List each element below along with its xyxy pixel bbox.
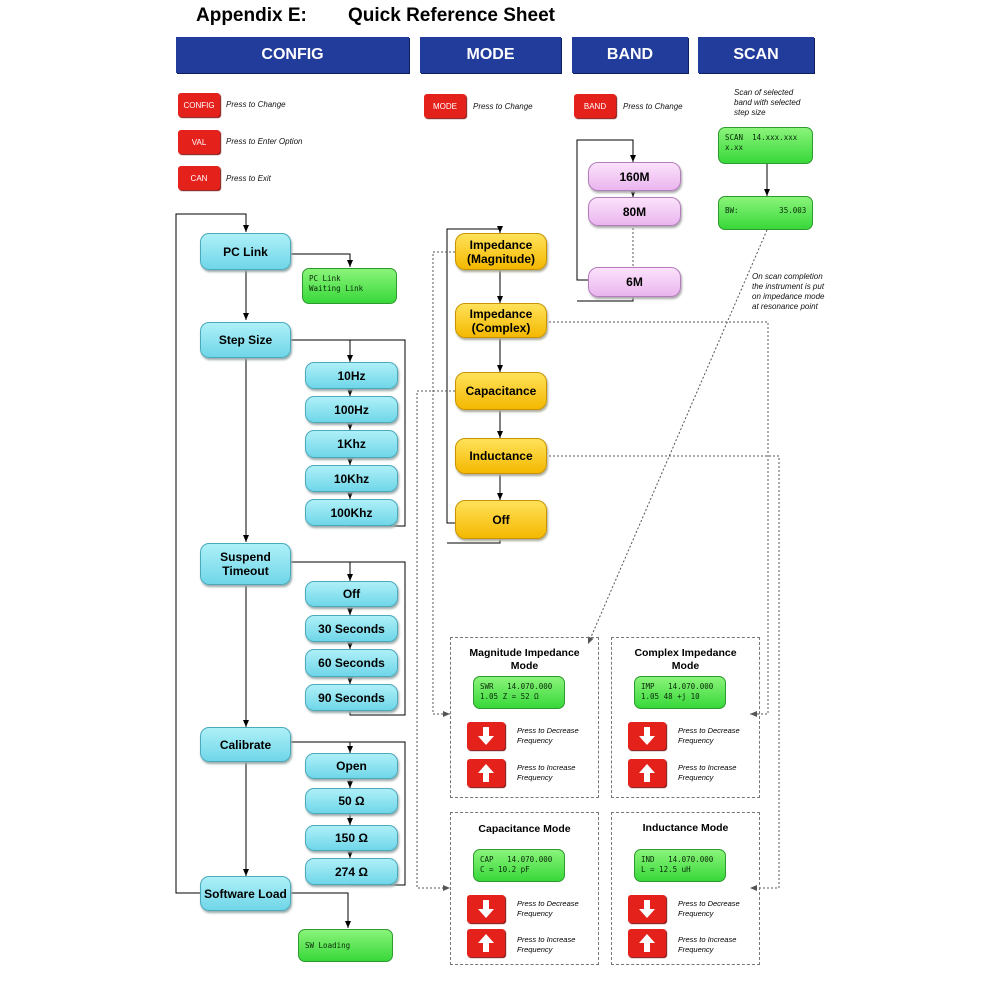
step-option-1khz[interactable]: 1Khz — [305, 430, 398, 458]
increase-note: Press to Increase Frequency — [517, 935, 576, 954]
scan-lcd-display: SCAN 14.xxx.xxx x.xx — [718, 127, 813, 164]
step-option-10hz[interactable]: 10Hz — [305, 362, 398, 389]
mode-impedance-magnitude[interactable]: Impedance (Magnitude) — [455, 233, 547, 270]
can-key-note: Press to Exit — [226, 174, 271, 183]
suspend-option-60s[interactable]: 60 Seconds — [305, 649, 398, 677]
decrease-frequency-button[interactable] — [628, 722, 666, 750]
mode-capacitance[interactable]: Capacitance — [455, 372, 547, 410]
step-option-100khz[interactable]: 100Khz — [305, 499, 398, 526]
panel-title: Inductance Mode — [642, 822, 729, 834]
band-160m[interactable]: 160M — [588, 162, 681, 191]
increase-note: Press to Increase Frequency — [678, 763, 737, 782]
panel-title: Complex Impedance Mode — [634, 647, 737, 672]
bandwidth-lcd-display: BW: 35.003 — [718, 196, 813, 230]
arrow-up-icon — [478, 764, 494, 782]
calibrate-option-50-ohm[interactable]: 50 Ω — [305, 788, 398, 814]
val-key-note: Press to Enter Option — [226, 137, 303, 146]
step-option-100hz[interactable]: 100Hz — [305, 396, 398, 423]
calibrate-option-150-ohm[interactable]: 150 Ω — [305, 825, 398, 851]
step-size-item[interactable]: Step Size — [200, 322, 291, 358]
arrow-down-icon — [639, 900, 655, 918]
scan-note: Scan of selected band with selected step… — [734, 88, 801, 117]
pc-link-item[interactable]: PC Link — [200, 233, 291, 270]
calibrate-item[interactable]: Calibrate — [200, 727, 291, 762]
band-6m[interactable]: 6M — [588, 267, 681, 297]
magnitude-impedance-panel: Magnitude Impedance Mode SWR 14.070.000 … — [450, 637, 599, 798]
mode-header: MODE — [420, 37, 561, 73]
arrow-up-icon — [478, 934, 494, 952]
step-option-10khz[interactable]: 10Khz — [305, 465, 398, 492]
increase-note: Press to Increase Frequency — [517, 763, 576, 782]
mode-key-button[interactable]: MODE — [424, 94, 466, 118]
appendix-label: Appendix E: — [196, 5, 307, 26]
panel-title: Capacitance Mode — [478, 823, 571, 835]
increase-frequency-button[interactable] — [467, 759, 505, 787]
calibrate-option-open[interactable]: Open — [305, 753, 398, 779]
config-header: CONFIG — [176, 37, 409, 73]
panel-lcd-display: IMP 14.070.000 1.05 48 +j 10 — [634, 676, 726, 709]
panel-lcd-display: CAP 14.070.000 C = 10.2 pF — [473, 849, 565, 882]
arrow-down-icon — [478, 900, 494, 918]
arrow-up-icon — [639, 764, 655, 782]
arrow-down-icon — [478, 727, 494, 745]
band-key-note: Press to Change — [623, 102, 683, 111]
decrease-frequency-button[interactable] — [467, 722, 505, 750]
sw-loading-lcd-display: SW Loading — [298, 929, 393, 962]
suspend-option-90s[interactable]: 90 Seconds — [305, 684, 398, 711]
decrease-note: Press to Decrease Frequency — [517, 899, 579, 918]
decrease-note: Press to Decrease Frequency — [678, 726, 740, 745]
increase-note: Press to Increase Frequency — [678, 935, 737, 954]
arrow-up-icon — [639, 934, 655, 952]
val-key-button[interactable]: VAL — [178, 130, 220, 154]
software-load-item[interactable]: Software Load — [200, 876, 291, 911]
pc-link-lcd-display: PC Link Waiting Link — [302, 268, 397, 304]
mode-inductance[interactable]: Inductance — [455, 438, 547, 474]
decrease-note: Press to Decrease Frequency — [517, 726, 579, 745]
suspend-option-30s[interactable]: 30 Seconds — [305, 615, 398, 642]
scan-header: SCAN — [698, 37, 814, 73]
mode-impedance-complex[interactable]: Impedance (Complex) — [455, 303, 547, 338]
capacitance-panel: Capacitance Mode CAP 14.070.000 C = 10.2… — [450, 812, 599, 965]
decrease-frequency-button[interactable] — [467, 895, 505, 923]
can-key-button[interactable]: CAN — [178, 166, 220, 190]
config-key-button[interactable]: CONFIG — [178, 93, 220, 117]
panel-title: Magnitude Impedance Mode — [469, 647, 580, 672]
suspend-option-off[interactable]: Off — [305, 581, 398, 607]
page-title: Quick Reference Sheet — [348, 5, 555, 26]
decrease-note: Press to Decrease Frequency — [678, 899, 740, 918]
panel-lcd-display: IND 14.070.000 L = 12.5 uH — [634, 849, 726, 882]
calibrate-option-274-ohm[interactable]: 274 Ω — [305, 858, 398, 885]
band-header: BAND — [572, 37, 688, 73]
inductance-panel: Inductance Mode IND 14.070.000 L = 12.5 … — [611, 812, 760, 965]
suspend-timeout-item[interactable]: Suspend Timeout — [200, 543, 291, 585]
scan-completion-note: On scan completion the instrument is put… — [752, 272, 825, 311]
band-80m[interactable]: 80M — [588, 197, 681, 226]
band-key-button[interactable]: BAND — [574, 94, 616, 118]
increase-frequency-button[interactable] — [628, 929, 666, 957]
increase-frequency-button[interactable] — [467, 929, 505, 957]
arrow-down-icon — [639, 727, 655, 745]
config-key-note: Press to Change — [226, 100, 286, 109]
mode-off[interactable]: Off — [455, 500, 547, 539]
decrease-frequency-button[interactable] — [628, 895, 666, 923]
panel-lcd-display: SWR 14.070.000 1.05 Z = 52 Ω — [473, 676, 565, 709]
complex-impedance-panel: Complex Impedance Mode IMP 14.070.000 1.… — [611, 637, 760, 798]
mode-key-note: Press to Change — [473, 102, 533, 111]
increase-frequency-button[interactable] — [628, 759, 666, 787]
